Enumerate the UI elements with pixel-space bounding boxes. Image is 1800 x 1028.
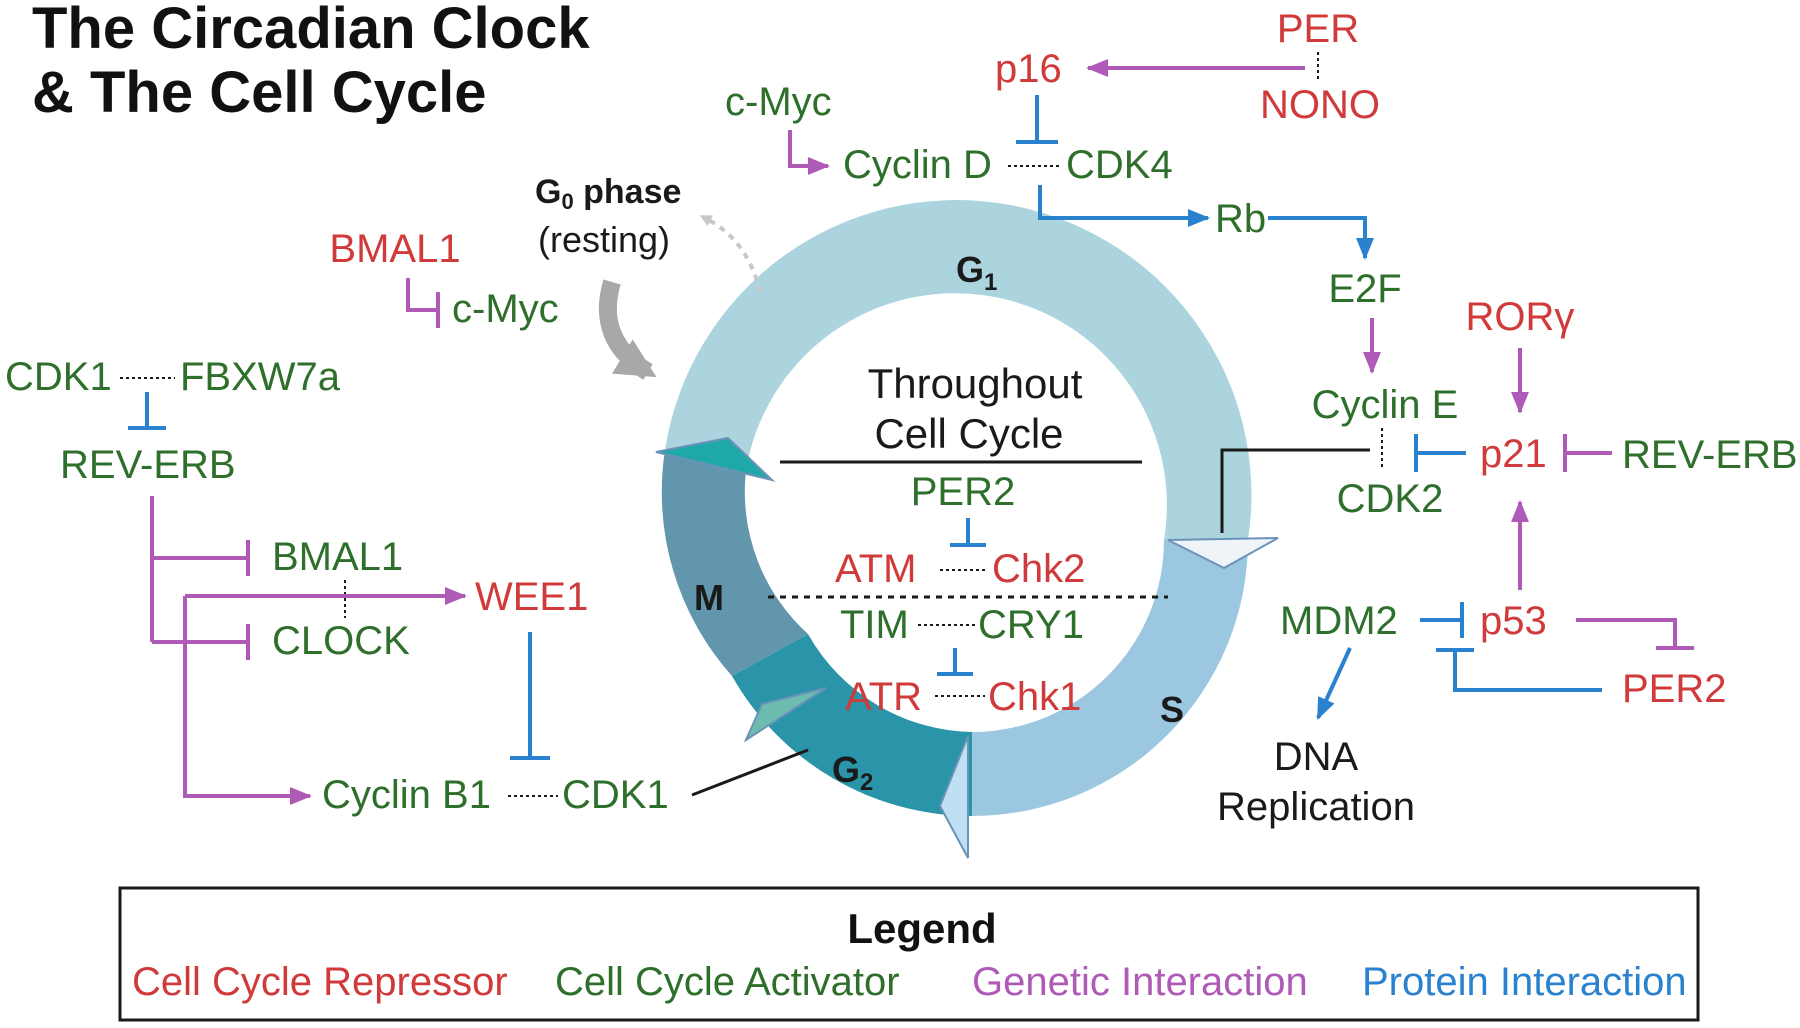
mdm2-activates-dna bbox=[1316, 647, 1352, 720]
center-atr: ATR bbox=[845, 675, 922, 719]
cell-cycle-ring: G1 S G2 M bbox=[655, 200, 1279, 859]
center-chk1: Chk1 bbox=[988, 675, 1081, 719]
center-tim: TIM bbox=[840, 603, 909, 647]
right-cdk2: CDK2 bbox=[1337, 477, 1444, 521]
cyclinb1cdk1-to-g2 bbox=[691, 748, 809, 797]
left-bmal1: BMAL1 bbox=[272, 535, 403, 579]
ring-sector-m bbox=[661, 450, 808, 676]
ring-sector-g1 bbox=[665, 200, 1252, 540]
phase-label-g2: G2 bbox=[832, 749, 873, 796]
phase-label-s: S bbox=[1160, 689, 1184, 730]
top-e2f: E2F bbox=[1328, 267, 1401, 311]
right-rorg: RORγ bbox=[1466, 295, 1575, 339]
legend-title: Legend bbox=[847, 905, 996, 952]
throughout-label-2: Cell Cycle bbox=[874, 410, 1063, 457]
right-mdm2: MDM2 bbox=[1280, 599, 1398, 643]
s-g2-transition-arrow bbox=[938, 735, 969, 859]
g0-phase: G0 phase (resting) bbox=[535, 173, 762, 380]
phase-label-g1: G1 bbox=[956, 249, 997, 296]
cycline-cdk2-to-ring bbox=[1220, 448, 1370, 533]
g1-s-transition-arrow bbox=[1167, 537, 1279, 570]
left-cmyc: c-Myc bbox=[452, 287, 559, 331]
per2-inhibits-mdm2 bbox=[1453, 650, 1602, 692]
title-line-1: The Circadian Clock bbox=[32, 0, 590, 61]
g2-m-transition-arrow bbox=[743, 687, 827, 743]
right-p21: p21 bbox=[1480, 432, 1547, 476]
left-reverb: REV-ERB bbox=[60, 443, 236, 487]
left-pathway: BMAL1 c-Myc CDK1 FBXW7a REV-ERB BMAL1 CL… bbox=[5, 227, 809, 817]
center-panel: Throughout Cell Cycle PER2 ATM Chk2 TIM … bbox=[768, 360, 1168, 719]
bmal1clock-activates-cyclinb1 bbox=[183, 596, 312, 805]
cmyc-activates-cyclind bbox=[788, 130, 830, 175]
right-cyclin-e: Cyclin E bbox=[1312, 383, 1459, 427]
right-per2: PER2 bbox=[1622, 667, 1727, 711]
top-nono: NONO bbox=[1260, 83, 1380, 127]
m-g1-transition-arrow bbox=[655, 436, 776, 482]
throughout-label-1: Throughout bbox=[868, 360, 1083, 407]
g0-exit-arrow bbox=[699, 215, 762, 293]
right-pathway: Cyclin E CDK2 RORγ p21 REV-ERB MDM2 p53 … bbox=[1217, 295, 1798, 829]
ring-sector-g2 bbox=[732, 634, 972, 816]
center-chk2: Chk2 bbox=[992, 547, 1085, 591]
left-fbxw7a: FBXW7a bbox=[180, 355, 341, 399]
left-cdk1: CDK1 bbox=[5, 355, 112, 399]
right-p53: p53 bbox=[1480, 599, 1547, 643]
rb-activates-e2f bbox=[1268, 216, 1374, 260]
phase-label-m: M bbox=[694, 577, 724, 618]
top-cmyc: c-Myc bbox=[725, 80, 832, 124]
cdk4-activates-rb bbox=[1038, 185, 1210, 227]
top-cdk4: CDK4 bbox=[1066, 143, 1173, 187]
left-cdk1-bottom: CDK1 bbox=[562, 773, 669, 817]
bmal1-inhibits-cmyc bbox=[406, 278, 438, 312]
g0-phase-label: G0 phase bbox=[535, 173, 681, 214]
legend-protein: Protein Interaction bbox=[1362, 960, 1687, 1004]
top-per: PER bbox=[1277, 7, 1359, 51]
legend-activator: Cell Cycle Activator bbox=[555, 960, 900, 1004]
p53-inhibits-per2 bbox=[1576, 618, 1677, 648]
legend-repressor: Cell Cycle Repressor bbox=[132, 960, 508, 1004]
top-cyclin-d: Cyclin D bbox=[843, 143, 992, 187]
center-cry1: CRY1 bbox=[978, 603, 1084, 647]
right-dna-2: Replication bbox=[1217, 785, 1415, 829]
right-dna-1: DNA bbox=[1274, 735, 1359, 779]
center-per2: PER2 bbox=[911, 470, 1016, 514]
left-bmal1-top: BMAL1 bbox=[329, 227, 460, 271]
legend-genetic: Genetic Interaction bbox=[972, 960, 1308, 1004]
right-reverb: REV-ERB bbox=[1622, 433, 1798, 477]
legend-box bbox=[118, 886, 1700, 1022]
top-p16: p16 bbox=[995, 47, 1062, 91]
center-atm: ATM bbox=[835, 547, 916, 591]
top-rb: Rb bbox=[1215, 197, 1266, 241]
left-wee1: WEE1 bbox=[475, 575, 588, 619]
ring-sector-s bbox=[972, 540, 1248, 816]
g0-resting-label: (resting) bbox=[538, 219, 670, 260]
top-pathway: PER NONO p16 c-Myc Cyclin D CDK4 Rb E2F bbox=[725, 7, 1402, 374]
g0-return-arrow bbox=[598, 279, 657, 380]
left-clock: CLOCK bbox=[272, 619, 410, 663]
left-cyclin-b1: Cyclin B1 bbox=[322, 773, 491, 817]
legend: Legend Cell Cycle Repressor Cell Cycle A… bbox=[118, 886, 1700, 1022]
title-line-2: & The Cell Cycle bbox=[32, 60, 486, 125]
